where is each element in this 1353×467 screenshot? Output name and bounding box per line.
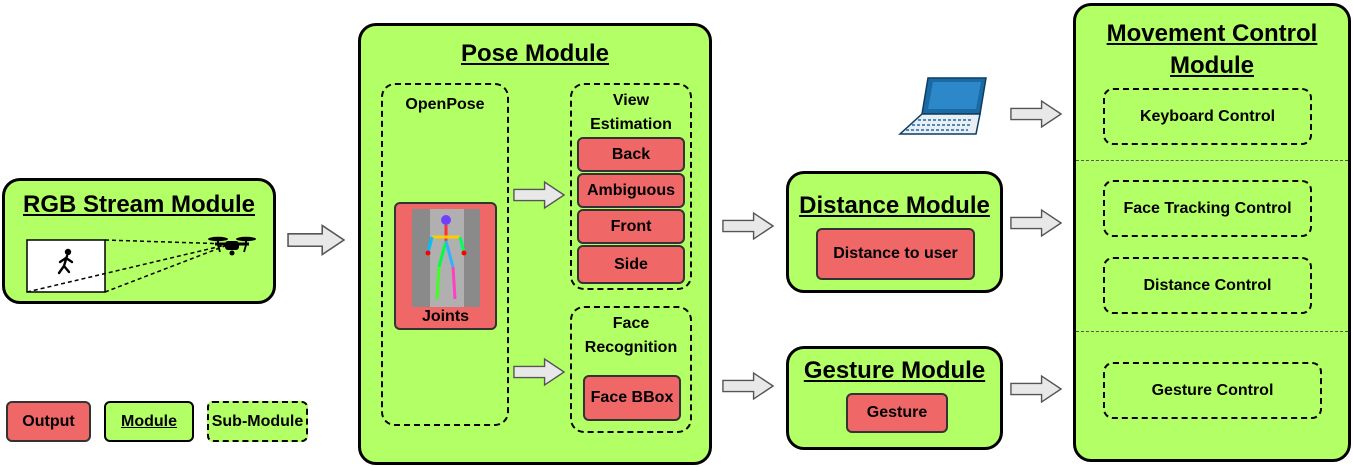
- gesture-output: Gesture: [846, 393, 948, 433]
- movement-control-module: Movement Control Module Keyboard Control…: [1073, 3, 1351, 462]
- view-output-front: Front: [577, 209, 685, 244]
- distance-module: Distance Module Distance to user: [786, 171, 1003, 293]
- gesture-control: Gesture Control: [1103, 362, 1322, 419]
- arrow-gesture-to-movement: [1010, 373, 1062, 405]
- view-estimation-title-line1: View: [612, 92, 650, 109]
- arrow-rgb-to-pose: [287, 224, 345, 256]
- rgb-stream-module: RGB Stream Module: [2, 178, 276, 304]
- keyboard-control: Keyboard Control: [1103, 88, 1312, 145]
- pose-module: Pose Module OpenPose Joints: [358, 23, 712, 465]
- arrow-distance-to-movement: [1010, 207, 1062, 239]
- view-output-side: Side: [577, 245, 685, 284]
- view-estimation-submodule: View Estimation Back Ambiguous Front Sid…: [570, 83, 692, 290]
- rgb-stream-visual: [26, 236, 256, 293]
- arrow-openpose-to-view: [513, 179, 565, 211]
- view-estimation-title-line2: Estimation: [590, 116, 672, 133]
- skeleton-pose-image: [412, 209, 480, 307]
- joints-label: Joints: [421, 308, 470, 325]
- laptop-icon: [898, 77, 987, 135]
- arrow-laptop-to-movement: [1010, 98, 1062, 130]
- arrow-openpose-to-face: [513, 356, 565, 388]
- arrow-pose-to-gesture: [722, 370, 774, 402]
- openpose-title: OpenPose: [405, 96, 485, 113]
- movement-control-title-line2: Module: [1170, 52, 1254, 79]
- gesture-module-title: Gesture Module: [803, 357, 986, 384]
- legend-module: Module: [104, 401, 194, 442]
- distance-to-user-output: Distance to user: [816, 228, 975, 280]
- gesture-module: Gesture Module Gesture: [786, 346, 1003, 450]
- arrow-pose-to-distance: [722, 210, 774, 242]
- rgb-stream-module-title: RGB Stream Module: [22, 191, 256, 218]
- face-recognition-title-line1: Face: [612, 315, 650, 332]
- pose-module-title: Pose Module: [460, 40, 610, 67]
- distance-control: Distance Control: [1103, 257, 1312, 314]
- movement-separator-1: [1076, 160, 1348, 161]
- face-recognition-submodule: Face Recognition Face BBox: [570, 306, 692, 433]
- view-output-back: Back: [577, 137, 685, 172]
- distance-module-title: Distance Module: [799, 192, 990, 219]
- view-output-ambiguous: Ambiguous: [577, 173, 685, 208]
- movement-separator-2: [1076, 331, 1348, 332]
- openpose-submodule: OpenPose Joints: [381, 83, 509, 426]
- face-recognition-title-line2: Recognition: [584, 339, 678, 356]
- movement-control-title-line1: Movement Control: [1106, 20, 1318, 47]
- walking-person-icon: [57, 248, 74, 275]
- joints-output: Joints: [394, 202, 497, 330]
- legend-output: Output: [6, 401, 91, 442]
- drone-icon: [208, 236, 256, 256]
- legend-submodule: Sub-Module: [207, 401, 308, 442]
- face-tracking-control: Face Tracking Control: [1103, 180, 1312, 237]
- face-bbox-output: Face BBox: [583, 375, 681, 421]
